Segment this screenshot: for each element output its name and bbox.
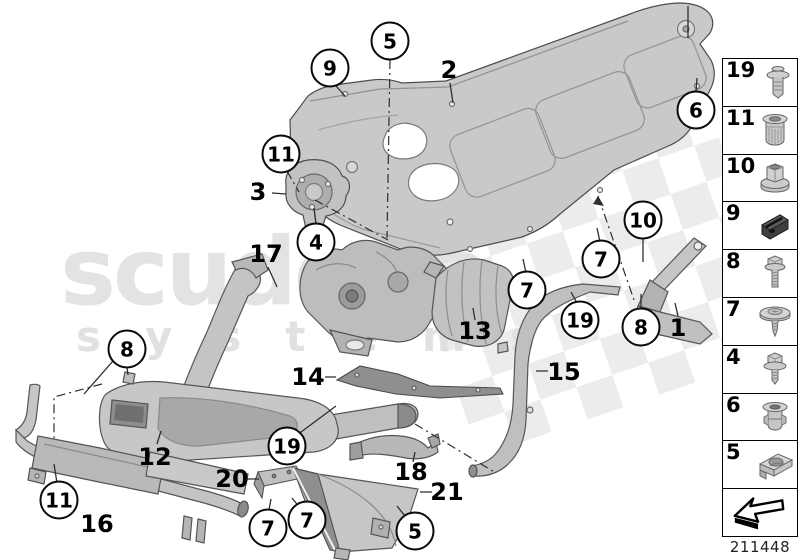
hex-bolt-icon (751, 251, 797, 295)
callout-21[interactable]: 21 (430, 478, 464, 506)
callout-8[interactable]: 8 (107, 329, 147, 369)
direction-arrow-icon (729, 491, 789, 533)
part-17-heat-shield (299, 239, 453, 357)
legend-item-11[interactable]: 11 (723, 105, 797, 155)
callout-7[interactable]: 7 (287, 500, 327, 540)
callout-7[interactable]: 7 (581, 239, 621, 279)
clip-nut-icon (751, 442, 797, 486)
expanding-rivet-icon (751, 60, 797, 104)
legend-item-number: 7 (726, 296, 741, 321)
callout-19[interactable]: 19 (267, 426, 307, 466)
legend-item-19[interactable]: 19 (723, 58, 797, 107)
callout-20[interactable]: 20 (215, 465, 249, 493)
callout-9[interactable]: 9 (310, 48, 350, 88)
legend-item-number: 10 (726, 153, 756, 178)
legend-item-number: 6 (726, 392, 741, 417)
part-16-tube (15, 383, 249, 544)
diagram-number: 211448 (729, 538, 791, 556)
callout-7[interactable]: 7 (507, 270, 547, 310)
part-3-cover-disc (285, 159, 351, 230)
legend-item-10[interactable]: 10 (723, 153, 797, 203)
callout-5[interactable]: 5 (395, 511, 435, 551)
callout-1[interactable]: 1 (669, 314, 687, 342)
callout-2[interactable]: 2 (440, 56, 458, 84)
callout-3[interactable]: 3 (249, 178, 267, 206)
legend-view-direction-cell (723, 489, 797, 536)
callout-7[interactable]: 7 (248, 508, 288, 548)
callout-8[interactable]: 8 (621, 307, 661, 347)
callout-4[interactable]: 4 (296, 222, 336, 262)
legend-item-number: 9 (726, 201, 741, 226)
blind-rivet-nut-icon (751, 108, 797, 152)
fastener-legend: 19 11 10 9 8 7 4 6 5 (722, 58, 798, 537)
callout-5[interactable]: 5 (370, 21, 410, 61)
part-18-rail (349, 433, 441, 461)
legend-item-number: 4 (726, 344, 741, 369)
flange-nut-icon (751, 156, 797, 200)
hex-screw-icon (751, 347, 797, 391)
part-21-air-scoop (291, 467, 419, 560)
part-13-heat-shield (423, 258, 515, 347)
legend-item-9[interactable]: 9 (723, 201, 797, 251)
legend-item-number: 8 (726, 249, 741, 274)
legend-item-number: 19 (726, 58, 756, 82)
legend-item-number: 11 (726, 105, 756, 130)
expanding-nut-icon (751, 395, 797, 439)
callout-14[interactable]: 14 (291, 363, 325, 391)
callout-19[interactable]: 19 (560, 300, 600, 340)
legend-item-number: 5 (726, 440, 741, 465)
callout-6[interactable]: 6 (676, 90, 716, 130)
washer-screw-icon (751, 299, 797, 343)
legend-item-8[interactable]: 8 (723, 249, 797, 298)
callout-17[interactable]: 17 (249, 240, 283, 268)
callout-18[interactable]: 18 (394, 458, 428, 486)
callout-11[interactable]: 11 (39, 480, 79, 520)
callout-12[interactable]: 12 (138, 443, 172, 471)
callout-15[interactable]: 15 (547, 358, 581, 386)
rubber-buffer-icon (751, 203, 797, 247)
callout-10[interactable]: 10 (623, 200, 663, 240)
part-14-bracket-plate (335, 365, 504, 399)
legend-item-5[interactable]: 5 (723, 440, 797, 490)
legend-item-4[interactable]: 4 (723, 344, 797, 394)
leader-lines (53, 6, 698, 517)
callout-16[interactable]: 16 (80, 510, 114, 538)
callout-13[interactable]: 13 (458, 317, 492, 345)
legend-item-7[interactable]: 7 (723, 296, 797, 346)
part-15-strut-cover (468, 283, 621, 478)
callout-11[interactable]: 11 (261, 134, 301, 174)
part-2-underbody-panel (289, 2, 715, 256)
legend-item-6[interactable]: 6 (723, 392, 797, 442)
